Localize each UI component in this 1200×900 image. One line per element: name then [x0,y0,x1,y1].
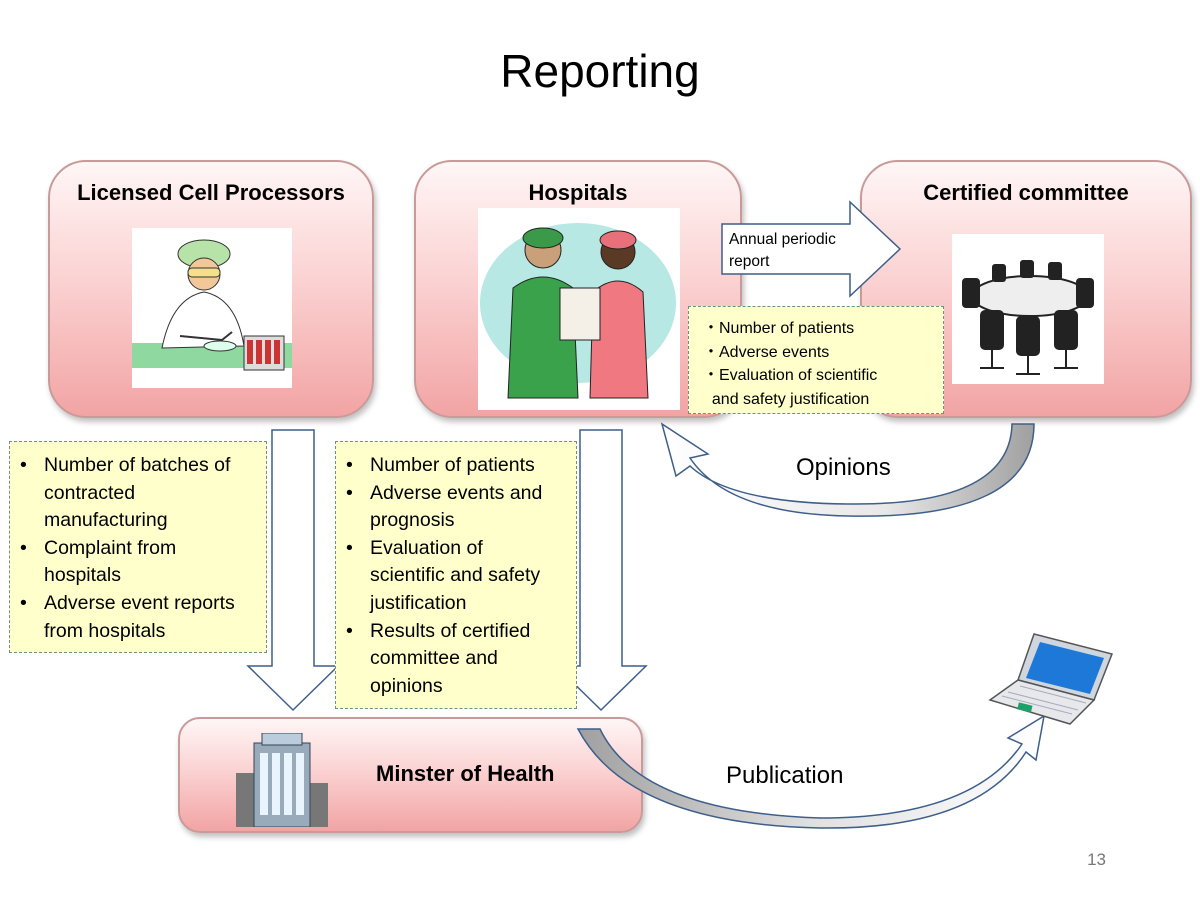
hospitals-box: Hospitals [414,160,742,418]
laptop-icon [988,630,1116,726]
licensed-cell-processors-title: Licensed Cell Processors [77,180,345,205]
publication-curved-arrow [576,714,1046,829]
list-item: Adverse event reports from hospitals [20,590,266,645]
list-item: Number of patients [346,452,576,480]
minister-of-health-box: Minster of Health [178,717,643,833]
list-item: Adverse events and prognosis [346,480,576,535]
building-icon [236,732,328,828]
opinions-label: Opinions [796,454,891,481]
annual-report-arrow [721,200,902,298]
lcp-report-note: Number of batches of contracted manufact… [9,441,267,653]
committee-note-item: and safety justification [703,390,870,408]
opinions-curved-arrow [660,422,1035,517]
page-number: 13 [1087,850,1106,869]
medical-staff-image [478,208,680,410]
down-arrow-lcp [246,429,340,712]
meeting-room-image [952,234,1104,384]
lab-scientist-image [132,228,292,388]
annual-report-label: Annual periodic report [729,231,836,270]
certified-committee-title: Certified committee [923,180,1129,205]
committee-note-item: ・Evaluation of scientific [703,367,878,384]
minister-of-health-title: Minster of Health [376,761,555,786]
hospitals-title: Hospitals [528,180,628,205]
publication-label: Publication [726,762,844,789]
hospitals-report-note: Number of patients Adverse events and pr… [335,441,577,709]
list-item: Complaint from hospitals [20,535,266,590]
list-item: Number of batches of contracted manufact… [20,452,266,535]
page-title: Reporting [500,45,700,97]
licensed-cell-processors-box: Licensed Cell Processors [48,160,374,418]
list-item: Evaluation of scientific and safety just… [346,535,576,618]
committee-report-note: ・Number of patients ・Adverse events ・Eva… [688,306,944,414]
committee-note-item: ・Number of patients [703,320,855,337]
committee-note-item: ・Adverse events [703,343,830,361]
list-item: Results of certified committee and opini… [346,618,576,701]
